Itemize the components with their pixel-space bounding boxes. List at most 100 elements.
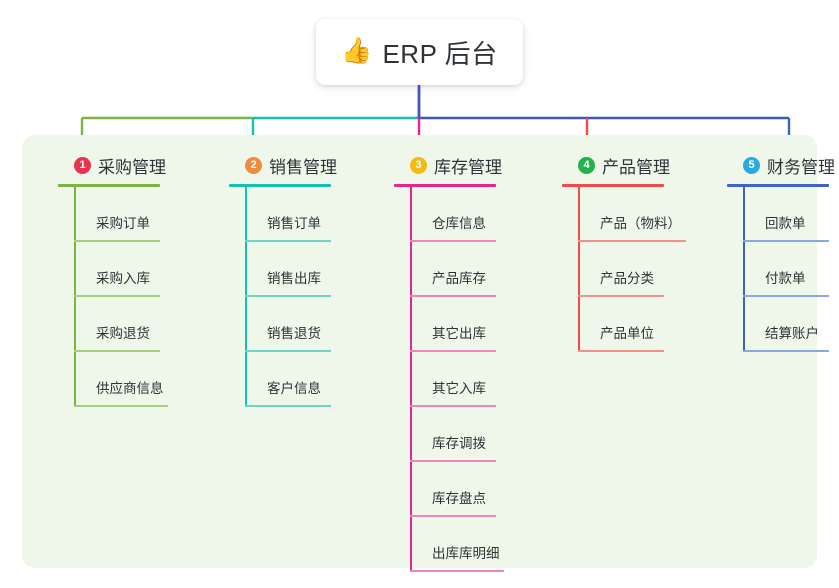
- branch-title: 产品管理: [602, 157, 670, 177]
- branch-item[interactable]: 采购订单: [74, 187, 166, 242]
- branch-item[interactable]: 供应商信息: [74, 352, 168, 407]
- branch-header-1[interactable]: 1 采购管理: [58, 148, 166, 182]
- branch-column-4: 4 产品管理产品（物料） 产品分类产品单位: [562, 148, 686, 352]
- branch-items: 回款单付款单结算账户: [743, 187, 835, 352]
- root-node[interactable]: 👍 ERP 后台: [316, 19, 523, 85]
- branch-items: 采购订单采购入库采购退货供应商信息: [74, 187, 168, 407]
- branch-item-underline: [410, 295, 496, 297]
- branch-item[interactable]: 采购入库: [74, 242, 166, 297]
- branch-item[interactable]: 产品库存: [410, 242, 502, 297]
- branch-item-label: 出库库明细: [432, 546, 500, 561]
- branch-spine: [245, 187, 247, 407]
- branch-item[interactable]: 付款单: [743, 242, 835, 297]
- branch-number-badge: 5: [743, 156, 760, 174]
- branch-item[interactable]: 产品（物料）: [578, 187, 686, 242]
- branch-item-label: 库存调拨: [432, 436, 486, 451]
- branch-item-underline: [410, 570, 504, 572]
- branch-item-label: 其它出库: [432, 326, 486, 341]
- branch-item[interactable]: 销售出库: [245, 242, 337, 297]
- branch-column-3: 3 库存管理仓库信息产品库存其它出库其它入库库存调拨库存盘点出库库明细: [394, 148, 504, 572]
- branch-item-underline: [578, 295, 664, 297]
- branch-items: 销售订单销售出库销售退货客户信息: [245, 187, 337, 407]
- branch-item-label: 客户信息: [267, 381, 321, 396]
- branch-item-label: 产品库存: [432, 271, 486, 286]
- branch-spine: [578, 187, 580, 352]
- branch-item-underline: [245, 405, 331, 407]
- branch-item-label: 其它入库: [432, 381, 486, 396]
- branch-item[interactable]: 其它入库: [410, 352, 502, 407]
- branch-item-underline: [74, 350, 160, 352]
- branch-title: 采购管理: [98, 157, 166, 177]
- branch-number-badge: 4: [578, 156, 595, 174]
- branch-spine: [743, 187, 745, 352]
- branch-header-4[interactable]: 4 产品管理: [562, 148, 670, 182]
- branch-item[interactable]: 库存盘点: [410, 462, 502, 517]
- branch-title: 销售管理: [269, 157, 337, 177]
- branch-item-label: 结算账户: [765, 326, 819, 341]
- branch-column-1: 1 采购管理采购订单采购入库采购退货供应商信息: [58, 148, 168, 407]
- branch-spine: [74, 187, 76, 407]
- branch-item[interactable]: 结算账户: [743, 297, 835, 352]
- branch-item-label: 回款单: [765, 216, 806, 231]
- branch-item[interactable]: 出库库明细: [410, 517, 504, 572]
- thumbs-up-icon: 👍: [341, 36, 373, 65]
- branch-item[interactable]: 销售订单: [245, 187, 337, 242]
- branch-item-underline: [245, 350, 331, 352]
- branch-item[interactable]: 采购退货: [74, 297, 166, 352]
- branch-item-label: 采购订单: [96, 216, 150, 231]
- branch-item-underline: [743, 350, 829, 352]
- branch-spine: [410, 187, 412, 572]
- branch-item-underline: [245, 240, 331, 242]
- branch-item-label: 供应商信息: [96, 381, 164, 396]
- branch-items: 产品（物料） 产品分类产品单位: [578, 187, 686, 352]
- branch-item-underline: [74, 405, 168, 407]
- branch-item-label: 产品单位: [600, 326, 654, 341]
- branch-item-label: 仓库信息: [432, 216, 486, 231]
- branch-item-underline: [410, 350, 496, 352]
- branch-item-underline: [245, 295, 331, 297]
- branch-item-underline: [74, 240, 160, 242]
- branch-item-label: 销售出库: [267, 271, 321, 286]
- branch-item-label: 销售退货: [267, 326, 321, 341]
- branch-item-label: 采购入库: [96, 271, 150, 286]
- branch-number-badge: 2: [245, 156, 262, 174]
- branch-item-label: 销售订单: [267, 216, 321, 231]
- branch-item[interactable]: 客户信息: [245, 352, 337, 407]
- branch-item-underline: [743, 295, 829, 297]
- branch-item-underline: [410, 405, 496, 407]
- branch-item-label: 产品（物料）: [600, 216, 681, 231]
- branch-item[interactable]: 产品单位: [578, 297, 670, 352]
- branch-header-underline: [58, 184, 160, 187]
- branch-title: 库存管理: [434, 157, 502, 177]
- branch-item-underline: [410, 460, 496, 462]
- branch-item-underline: [743, 240, 829, 242]
- branch-items: 仓库信息产品库存其它出库其它入库库存调拨库存盘点出库库明细: [410, 187, 504, 572]
- branch-header-underline: [727, 184, 829, 187]
- branch-item-underline: [578, 240, 686, 242]
- branch-number-badge: 1: [74, 156, 91, 174]
- branch-item[interactable]: 销售退货: [245, 297, 337, 352]
- branch-header-underline: [562, 184, 664, 187]
- branch-item-label: 采购退货: [96, 326, 150, 341]
- branch-item-label: 产品分类: [600, 271, 654, 286]
- branch-item-label: 付款单: [765, 271, 806, 286]
- root-node-title: ERP 后台: [382, 38, 498, 69]
- branch-number-badge: 3: [410, 156, 427, 174]
- branch-title: 财务管理: [767, 157, 835, 177]
- branch-column-2: 2 销售管理销售订单销售出库销售退货客户信息: [229, 148, 337, 407]
- branch-item-underline: [74, 295, 160, 297]
- branch-item-underline: [410, 515, 496, 517]
- branches-panel: 1 采购管理采购订单采购入库采购退货供应商信息 2 销售管理销售订单销售出库销售退货客…: [22, 135, 835, 572]
- branch-item[interactable]: 回款单: [743, 187, 835, 242]
- branch-header-5[interactable]: 5 财务管理: [727, 148, 835, 182]
- branch-item-underline: [410, 240, 496, 242]
- branch-item[interactable]: 仓库信息: [410, 187, 502, 242]
- branch-item[interactable]: 产品分类: [578, 242, 670, 297]
- branch-header-underline: [229, 184, 331, 187]
- branch-header-3[interactable]: 3 库存管理: [394, 148, 502, 182]
- branch-item[interactable]: 其它出库: [410, 297, 502, 352]
- branch-header-2[interactable]: 2 销售管理: [229, 148, 337, 182]
- branch-item[interactable]: 库存调拨: [410, 407, 502, 462]
- branch-header-underline: [394, 184, 496, 187]
